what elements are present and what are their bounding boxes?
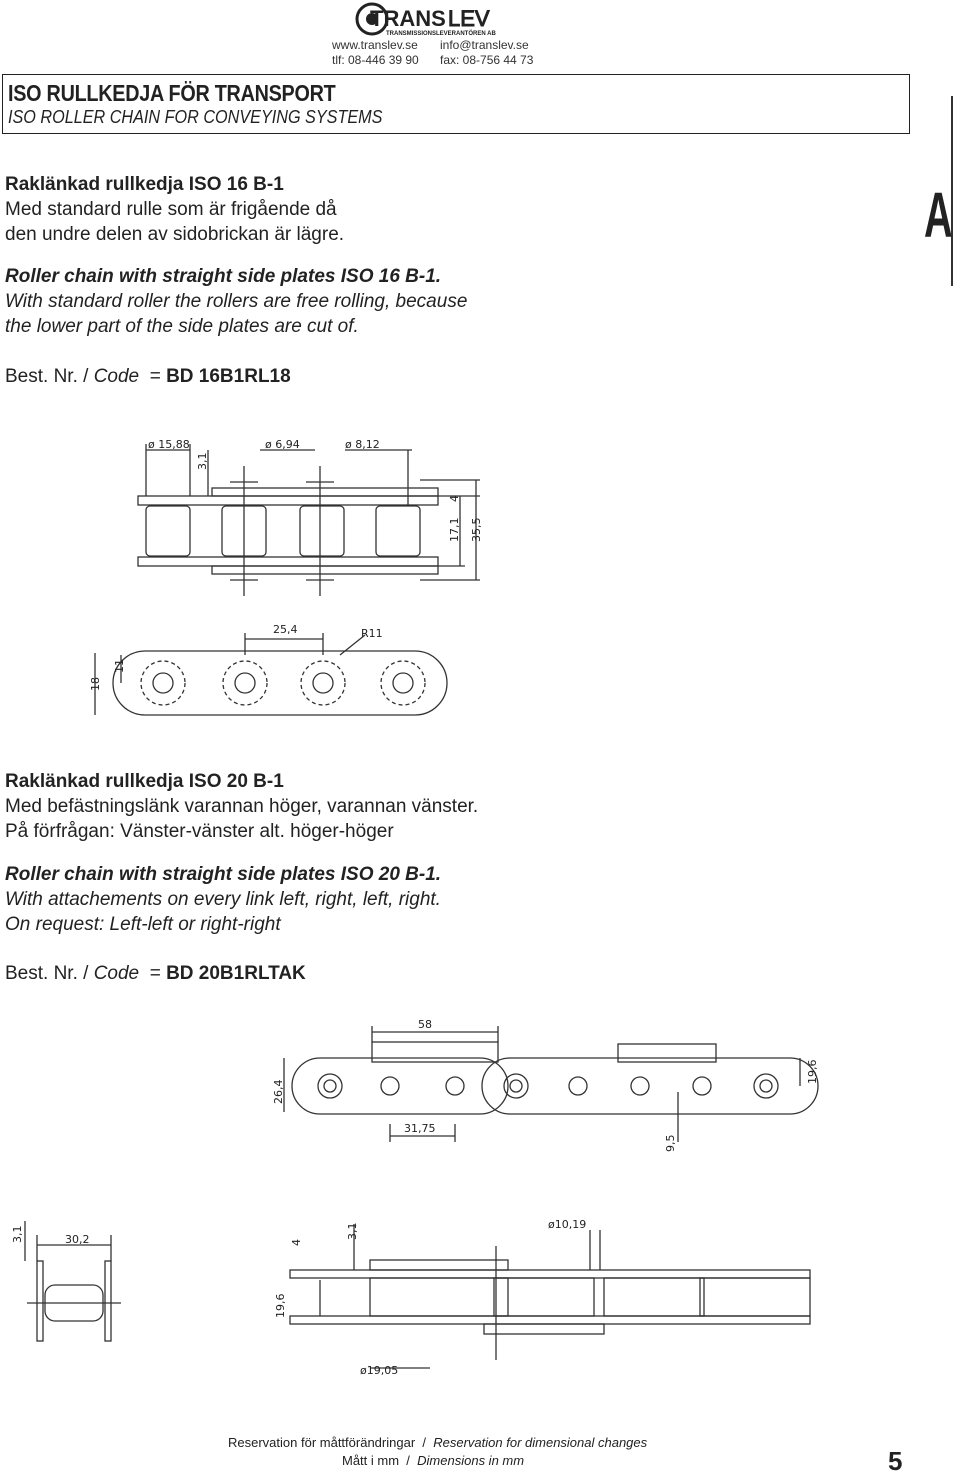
svg-text:TRANS: TRANS: [370, 6, 446, 31]
product2-code: BD 20B1RLTAK: [166, 963, 306, 984]
product2-desc-sv-2: På förfrågan: Vänster-vänster alt. höger…: [5, 821, 394, 842]
dim-4: 4: [448, 495, 461, 502]
dim-302: 30,2: [65, 1233, 90, 1246]
product2-desc-en-1: With attachements on every link left, ri…: [5, 889, 441, 910]
footer-line-1: Reservation för måttförändringar / Reser…: [228, 1435, 647, 1450]
header-contact-right: info@translev.se fax: 08-756 44 73: [440, 38, 533, 68]
product2-desc-en-2: On request: Left-left or right-right: [5, 914, 281, 935]
chain-20b-end-view: 3,1 30,2: [11, 1221, 121, 1342]
dim-171: 17,1: [448, 518, 461, 543]
dim-11: 11: [113, 659, 126, 673]
footer-separator: /: [406, 1453, 410, 1468]
product2-heading-sv: Raklänkad rullkedja ISO 20 B-1: [5, 771, 284, 792]
dim-355: 35,5: [470, 518, 483, 543]
dim-d1019: ø10,19: [548, 1218, 586, 1231]
footer-units-sv: Mått i mm: [342, 1453, 400, 1468]
footer-line-2: Mått i mm / Dimensions in mm: [342, 1453, 524, 1468]
product1-heading-en: Roller chain with straight side plates I…: [5, 266, 442, 287]
code-label-en: Code: [93, 963, 140, 984]
code-label-sv: Best. Nr. /: [5, 366, 89, 387]
dim-d1588: ø 15,88: [148, 438, 190, 451]
dim-31: 3,1: [196, 453, 209, 471]
email-link[interactable]: info@translev.se: [440, 38, 529, 52]
product1-desc-sv-1: Med standard rulle som är frigående då: [5, 199, 337, 220]
svg-text:TRANSMISSIONSLEVERANTÖREN AB: TRANSMISSIONSLEVERANTÖREN AB: [386, 30, 496, 37]
chain-16b-top-view: ø 15,88 ø 6,94 ø 8,12 3,1 4 17,1 35,5: [137, 438, 483, 596]
dim-264: 26,4: [272, 1080, 285, 1105]
code-label-en: Code: [93, 366, 140, 387]
product1-heading-sv: Raklänkad rullkedja ISO 16 B-1: [5, 174, 284, 195]
dim-95: 9,5: [664, 1135, 677, 1153]
product1-desc-sv-2: den undre delen av sidobrickan är lägre.: [5, 224, 345, 245]
chain-16b-side-view: 25,4 R11 18 11: [89, 623, 448, 716]
website-link[interactable]: www.translev.se: [332, 38, 418, 52]
product1-code-line: Best. Nr. / Code = BD 16B1RL18: [5, 364, 291, 389]
product1-code: BD 16B1RL18: [166, 366, 291, 387]
footer-reservation-en: Reservation for dimensional changes: [433, 1435, 648, 1450]
dim-d1905: ø19,05: [360, 1364, 398, 1377]
footer-separator: /: [422, 1435, 427, 1450]
title-box: [2, 74, 910, 134]
dim-d812: ø 8,12: [345, 438, 380, 451]
code-label-sv: Best. Nr. /: [5, 963, 89, 984]
code-equals: =: [149, 963, 161, 984]
translev-logo: TRANS LEV TRANSMISSIONSLEVERANTÖREN AB: [355, 2, 496, 37]
product1-desc-en-1: With standard roller the rollers are fre…: [5, 291, 468, 312]
dim-58: 58: [418, 1018, 432, 1031]
chain-20b-top-view: 4 3,1 ø10,19 19,6 ø19,05: [274, 1218, 811, 1377]
page-subtitle: ISO ROLLER CHAIN FOR CONVEYING SYSTEMS: [8, 107, 383, 127]
fax-number: fax: 08-756 44 73: [440, 53, 534, 67]
product2-code-line: Best. Nr. / Code = BD 20B1RLTAK: [5, 961, 306, 986]
dim-3175: 31,75: [404, 1122, 436, 1135]
section-letter: A: [924, 179, 953, 251]
header-contact-left: www.translev.se tlf: 08-446 39 90: [332, 38, 419, 68]
dim-196-top: 19,6: [274, 1294, 287, 1319]
product1-desc-en-2: the lower part of the side plates are cu…: [5, 316, 359, 337]
dim-r11: R11: [361, 627, 383, 640]
section-divider: [951, 96, 953, 286]
dim-18: 18: [89, 677, 102, 691]
dim-4-top: 4: [290, 1239, 303, 1246]
svg-text:LEV: LEV: [448, 6, 490, 31]
dim-d694: ø 6,94: [265, 438, 300, 451]
dim-31-end: 3,1: [11, 1226, 24, 1244]
footer-reservation-sv: Reservation för måttförändringar: [228, 1435, 416, 1450]
code-equals: =: [149, 366, 161, 387]
page-title: ISO RULLKEDJA FÖR TRANSPORT: [8, 80, 336, 106]
page-number: 5: [888, 1446, 903, 1476]
product2-heading-en: Roller chain with straight side plates I…: [5, 864, 442, 885]
footer-units-en: Dimensions in mm: [417, 1453, 525, 1468]
phone-number: tlf: 08-446 39 90: [332, 53, 419, 67]
chain-20b-side-view: 58 26,4 19,6 31,75 9,5: [272, 1018, 819, 1153]
product2-desc-sv-1: Med befästningslänk varannan höger, vara…: [5, 796, 479, 817]
dim-pitch-254: 25,4: [273, 623, 298, 636]
dim-196: 19,6: [806, 1060, 819, 1085]
dim-31-top: 3,1: [346, 1223, 359, 1241]
